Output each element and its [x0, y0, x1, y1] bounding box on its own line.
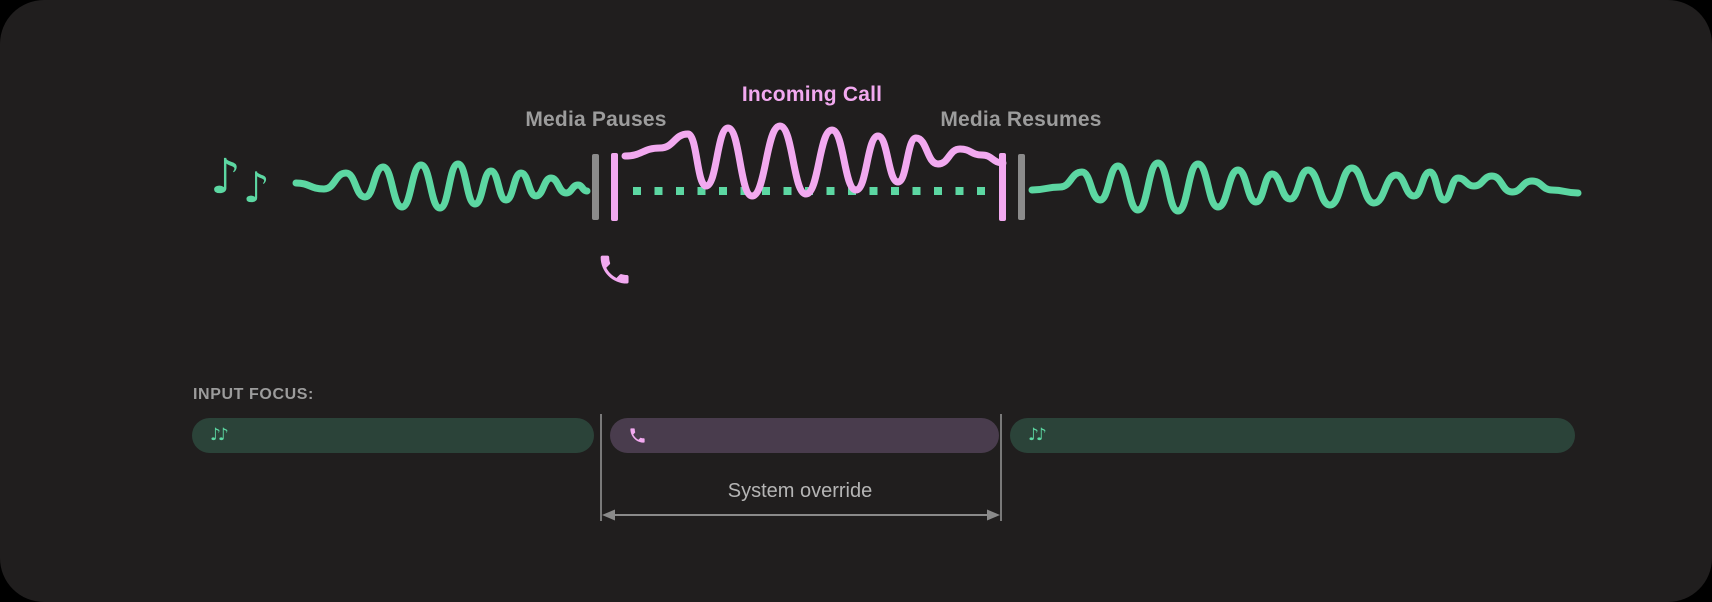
system-override-label: System override: [727, 480, 873, 502]
waveform-canvas: [292, 122, 1582, 284]
call-start-marker: [611, 153, 618, 221]
media-wave-before: [292, 160, 591, 212]
override-guide-left: [600, 414, 602, 521]
media-resume-marker: [1018, 154, 1025, 220]
focus-segment-media-2: ♪♪: [1010, 418, 1575, 453]
media-pauses-label: Media Pauses: [525, 108, 667, 131]
media-pause-marker: [592, 154, 599, 220]
phone-icon: [600, 255, 629, 284]
incoming-call-wave: [621, 122, 1007, 200]
media-wave-after: [1028, 159, 1582, 215]
focus-segment-call: [610, 418, 999, 453]
system-override-span-arrow: [602, 509, 1000, 521]
focus-segment-media-1: ♪♪: [192, 418, 594, 453]
music-notes-icon: ♪♪: [1028, 425, 1047, 445]
input-focus-heading: INPUT FOCUS:: [193, 386, 314, 403]
music-notes-icon: ♪♪: [210, 425, 229, 445]
music-notes-icon: ♪: [243, 163, 270, 212]
phone-icon: [630, 428, 645, 443]
media-resumes-label: Media Resumes: [940, 108, 1102, 131]
music-notes-icon: ♪: [210, 149, 241, 205]
override-guide-right: [1000, 414, 1002, 521]
call-end-marker: [999, 153, 1006, 221]
incoming-call-label: Incoming Call: [741, 83, 883, 106]
